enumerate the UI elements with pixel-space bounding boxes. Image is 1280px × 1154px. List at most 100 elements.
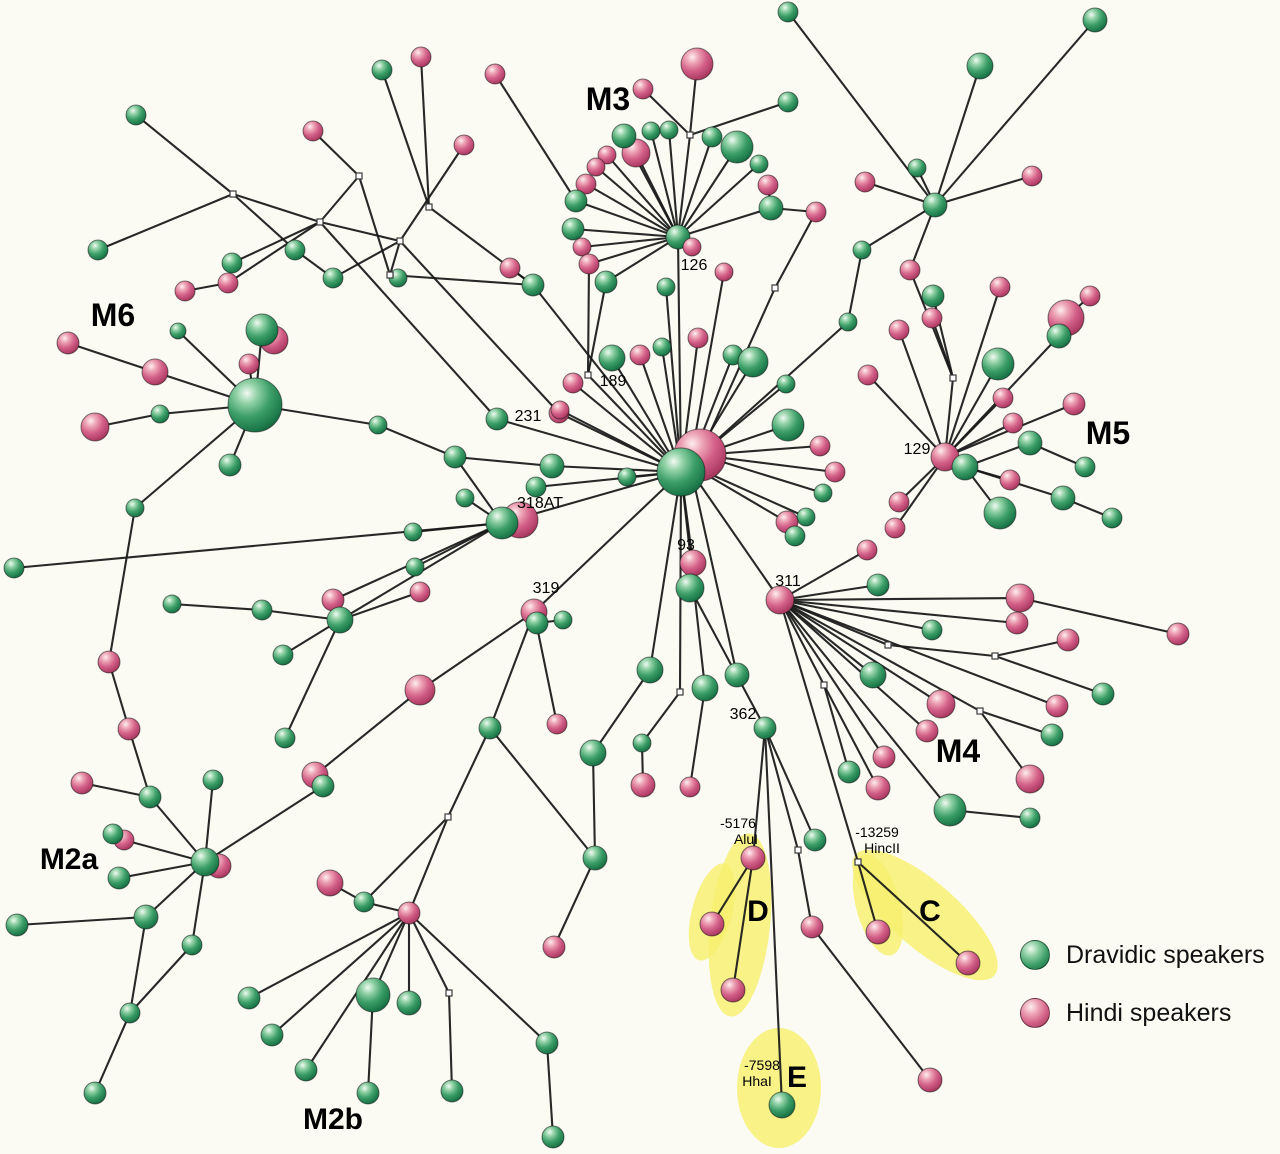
- network-edge: [231, 192, 322, 224]
- haplotype-node-dravidic: [636, 656, 664, 684]
- cluster-label-M2a: M2a: [40, 843, 99, 876]
- haplotype-node-hindi: [899, 259, 921, 281]
- network-edge: [778, 598, 886, 759]
- legend-label-hindi: Hindi speakers: [1066, 998, 1232, 1027]
- network-edge: [688, 586, 767, 730]
- haplotype-node-dravidic: [396, 990, 422, 1016]
- haplotype-node-dravidic: [119, 1002, 141, 1024]
- haplotype-node-dravidic: [981, 347, 1015, 381]
- network-edge: [978, 709, 1054, 737]
- haplotype-node-hindi: [56, 331, 80, 355]
- haplotype-node-dravidic: [933, 793, 967, 827]
- network-edge: [676, 135, 714, 239]
- haplotype-node-dravidic: [541, 1125, 565, 1149]
- network-edge: [591, 668, 652, 755]
- haplotype-node-dravidic: [274, 727, 296, 749]
- network-edge: [866, 373, 947, 459]
- haplotype-node-dravidic: [776, 374, 796, 394]
- network-edge: [698, 286, 777, 457]
- network-edge: [453, 455, 554, 468]
- network-edge: [80, 781, 152, 799]
- clade-highlight-C: [852, 854, 904, 956]
- haplotype-node-hindi: [1021, 165, 1043, 187]
- network-edge: [778, 598, 1019, 625]
- haplotype-node-hindi: [884, 517, 906, 539]
- network-edge: [407, 911, 451, 995]
- network-edge: [933, 174, 1034, 207]
- haplotype-node-dravidic: [535, 1031, 559, 1055]
- network-edge: [993, 638, 1070, 658]
- haplotype-node-dravidic: [485, 407, 509, 431]
- site-label: 318AT: [517, 495, 563, 512]
- network-edge: [318, 220, 499, 421]
- network-edge: [641, 87, 692, 137]
- network-edge: [388, 273, 535, 287]
- haplotype-node-hindi: [316, 869, 344, 897]
- median-vector-node: [386, 271, 394, 279]
- network-edge: [846, 248, 864, 324]
- median-vector-node: [854, 858, 862, 866]
- network-edge: [311, 129, 361, 178]
- haplotype-node-hindi: [888, 319, 910, 341]
- haplotype-node-hindi: [1056, 628, 1080, 652]
- legend-label-dravidic: Dravidic speakers: [1066, 940, 1265, 969]
- network-edge: [751, 726, 767, 860]
- cluster-label-M4: M4: [936, 733, 981, 769]
- network-edge: [398, 143, 466, 243]
- haplotype-node-dravidic: [218, 453, 242, 477]
- network-edge: [763, 726, 817, 842]
- haplotype-node-dravidic: [1050, 485, 1076, 511]
- haplotype-node-hindi: [409, 581, 431, 603]
- haplotype-node-dravidic: [777, 1, 799, 23]
- haplotype-node-dravidic: [3, 557, 25, 579]
- haplotype-node-dravidic: [181, 934, 203, 956]
- network-edge: [107, 660, 131, 731]
- network-edge: [531, 283, 683, 474]
- median-vector-node: [991, 652, 999, 660]
- haplotype-node-hindi: [117, 717, 141, 741]
- haplotype-node-hindi: [856, 539, 878, 561]
- haplotype-node-dravidic: [138, 785, 162, 809]
- haplotype-node-dravidic: [125, 498, 145, 518]
- network-edge: [676, 235, 683, 474]
- haplotype-node-dravidic: [87, 239, 109, 261]
- haplotype-node-hindi: [699, 911, 725, 937]
- haplotype-node-dravidic: [5, 913, 29, 937]
- network-edge: [170, 602, 264, 612]
- haplotype-node-hindi: [865, 775, 891, 801]
- median-vector-node: [976, 707, 984, 715]
- network-edge: [778, 598, 934, 632]
- site-label: 189: [600, 373, 627, 390]
- site-label: 129: [904, 441, 931, 458]
- haplotype-node-dravidic: [561, 217, 585, 241]
- haplotype-node-hindi: [1062, 392, 1086, 416]
- haplotype-node-dravidic: [724, 662, 750, 688]
- network-edge: [933, 18, 1097, 207]
- network-edge: [856, 860, 970, 965]
- haplotype-node-dravidic: [866, 573, 890, 597]
- haplotype-node-hindi: [714, 262, 734, 282]
- haplotype-node-dravidic: [539, 453, 565, 479]
- network-edge: [270, 911, 411, 1037]
- network-edge: [584, 182, 680, 239]
- legend: Dravidic speakers Hindi speakers: [1020, 932, 1265, 1048]
- haplotype-node-hindi: [499, 257, 521, 279]
- median-vector-node: [396, 237, 404, 245]
- network-edge: [586, 280, 608, 377]
- network-edge: [407, 815, 450, 915]
- haplotype-node-hindi: [397, 901, 421, 925]
- haplotype-node-dravidic: [656, 447, 706, 497]
- haplotype-node-dravidic: [221, 252, 243, 274]
- haplotype-node-dravidic: [227, 377, 283, 433]
- network-edge: [580, 235, 680, 249]
- haplotype-node-dravidic: [83, 1081, 107, 1105]
- haplotype-node-hindi: [1002, 412, 1024, 434]
- legend-item-dravidic: Dravidic speakers: [1020, 932, 1265, 978]
- network-edge: [897, 328, 947, 459]
- site-label: 93: [677, 537, 695, 554]
- network-edge: [604, 235, 680, 284]
- haplotype-node-dravidic: [951, 453, 979, 481]
- haplotype-node-dravidic: [356, 1081, 380, 1105]
- network-edge: [763, 726, 800, 852]
- haplotype-node-dravidic: [582, 845, 608, 871]
